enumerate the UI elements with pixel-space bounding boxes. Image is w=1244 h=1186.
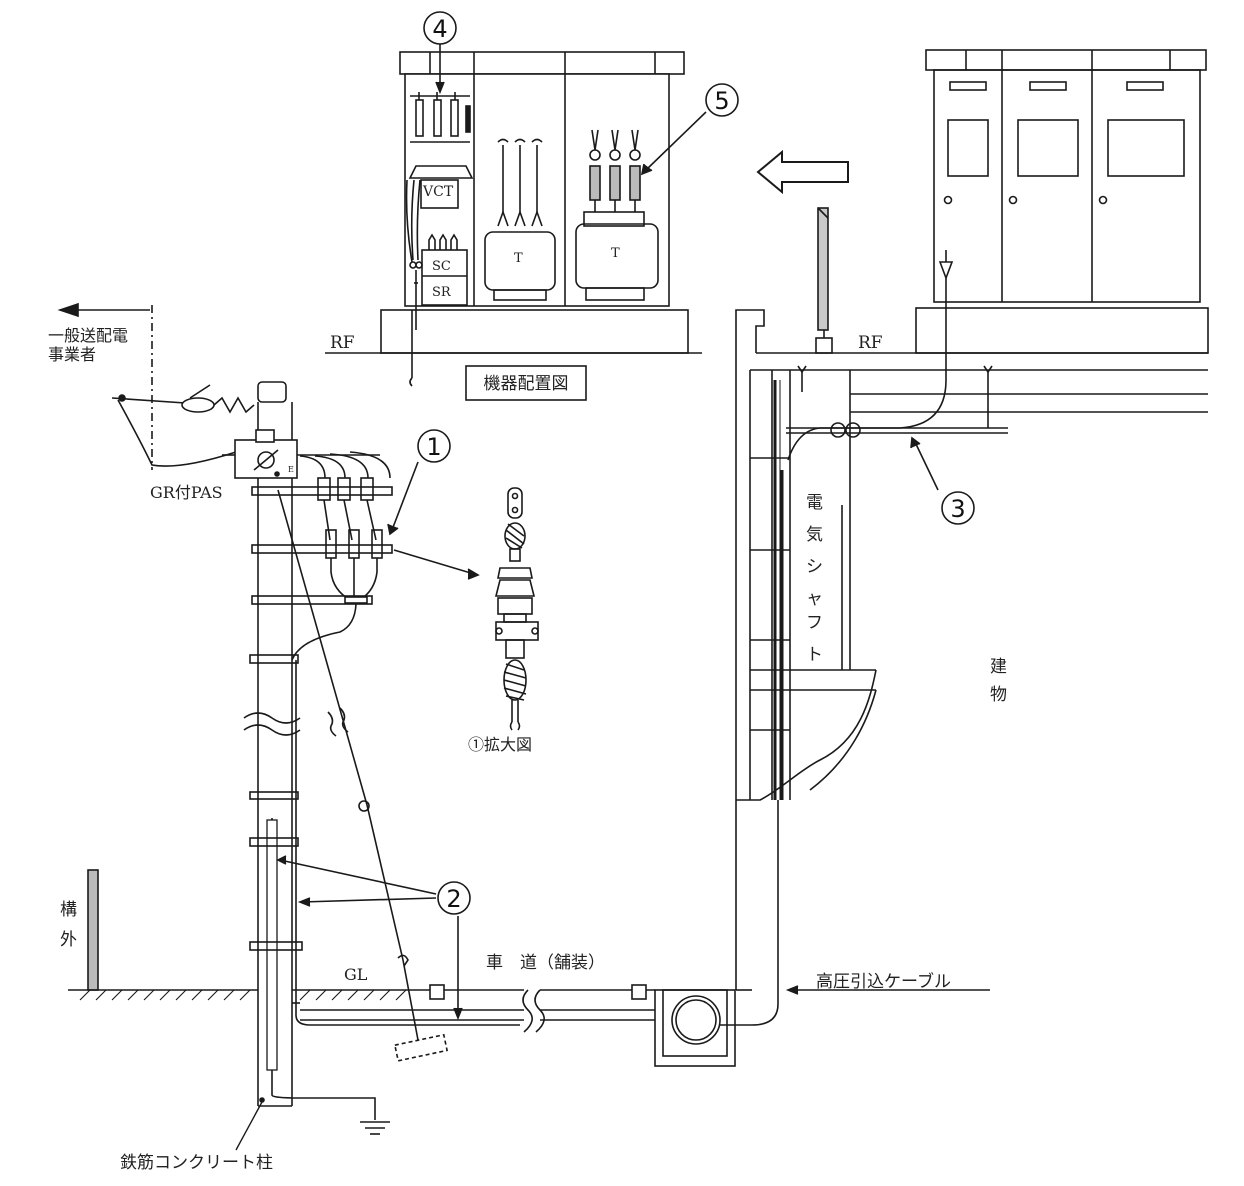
utility-label-1: 一般送配電 [48,326,128,345]
direction-arrow [756,149,849,195]
callout-2-label: 2 [446,885,461,913]
ground-and-handhole [68,869,990,1067]
callout-5 [640,111,707,176]
pas-label: GR付PAS [150,483,223,502]
outside-char-1: 構 [60,900,77,920]
shaft-char-5: フ [806,613,823,633]
road-label: 車 道（舗装） [486,953,605,973]
enlarged-label: ①拡大図 [468,735,532,754]
equipment-layout-label: 機器配置図 [484,374,569,394]
callout-circles [417,11,975,915]
building-structure [720,207,1209,1026]
termination-enlarged [494,487,539,731]
pole-label: 鉄筋コンクリート柱 [120,1153,273,1173]
cubicle-enclosure [325,51,702,401]
vct-label: VCT [422,184,454,200]
shaft-char-2: 気 [806,525,823,545]
hv-cable-label: 高圧引込ケーブル [816,971,951,992]
shaft-char-4: ャ [806,589,823,609]
outside-char-2: 外 [60,930,77,950]
concrete-pole [57,302,480,1135]
rf-right-label: RF [858,333,883,353]
callout-4 [435,44,445,95]
callout-1-label: 1 [426,433,441,461]
sr-label: SR [432,285,452,300]
shaft-char-3: シ [806,557,823,577]
shaft-char-6: ト [806,645,823,665]
callout-4-label: 4 [432,15,447,43]
callout-3-label: 3 [950,495,965,523]
gl-label: GL [344,965,368,984]
sc-label: SC [432,259,451,274]
transformer-1-label: T [514,251,523,266]
transformer-2-label: T [611,246,620,261]
building-switchgear [925,49,1207,303]
building-char-1: 建 [990,657,1007,677]
callout-5-label: 5 [714,87,729,115]
building-char-2: 物 [990,685,1007,705]
rf-left-label: RF [330,333,355,353]
utility-label-2: 事業者 [48,345,96,364]
shaft-char-1: 電 [806,493,823,513]
e-mark-label: E [288,465,294,474]
